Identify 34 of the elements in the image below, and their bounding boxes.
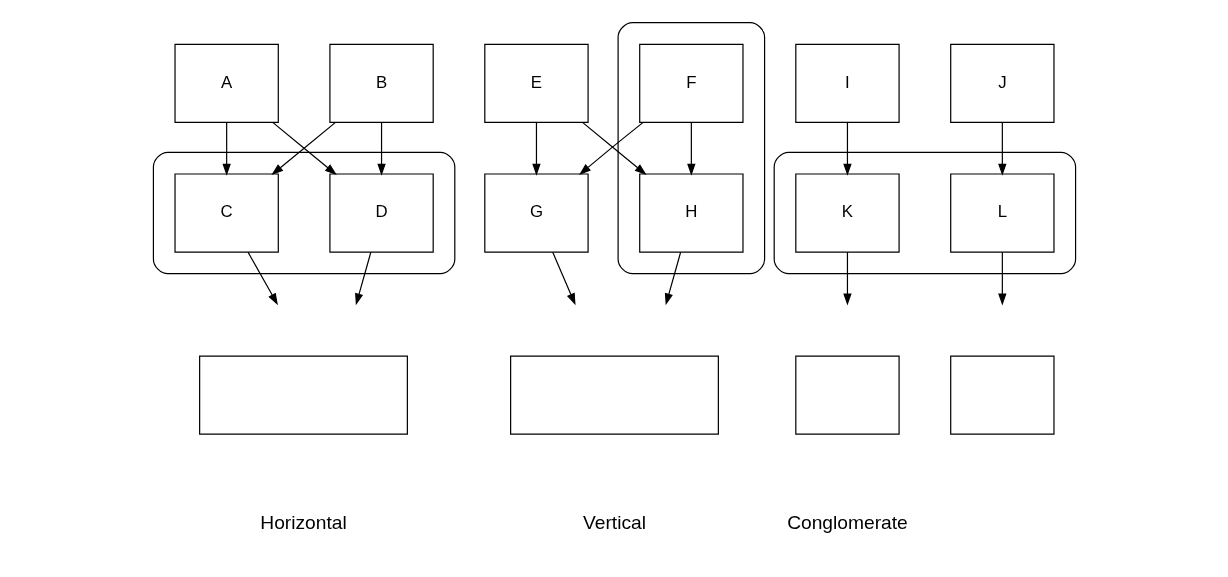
arrow: [842, 251, 852, 306]
arrow: [997, 121, 1007, 176]
node-box: G: [483, 173, 589, 253]
cluster: [152, 151, 455, 275]
node-box: [509, 355, 719, 435]
node-box: F: [638, 43, 744, 123]
arrow: [376, 121, 386, 176]
label: Conglomerate: [786, 512, 908, 534]
node-box: D: [328, 173, 434, 253]
node-box: H: [638, 173, 744, 253]
node-box: E: [483, 43, 589, 123]
arrow: [221, 121, 231, 176]
node-box: [794, 355, 900, 435]
arrow: [997, 251, 1007, 306]
arrow: [842, 121, 852, 176]
node-box: J: [949, 43, 1055, 123]
node-box: [949, 355, 1055, 435]
node-box: A: [173, 43, 279, 123]
arrow: [354, 251, 371, 306]
arrow: [686, 121, 696, 176]
node-box: B: [328, 43, 434, 123]
node-box: K: [794, 173, 900, 253]
node-box: I: [794, 43, 900, 123]
arrow: [531, 121, 541, 176]
node-box: [198, 355, 408, 435]
arrow: [551, 251, 576, 306]
node-box: C: [173, 173, 279, 253]
label: Horizontal: [259, 512, 347, 534]
cluster: [617, 22, 765, 275]
arrow: [664, 251, 681, 306]
label: Vertical: [582, 512, 646, 534]
node-box: L: [949, 173, 1055, 253]
cluster: [773, 151, 1076, 275]
arrow: [246, 251, 278, 306]
